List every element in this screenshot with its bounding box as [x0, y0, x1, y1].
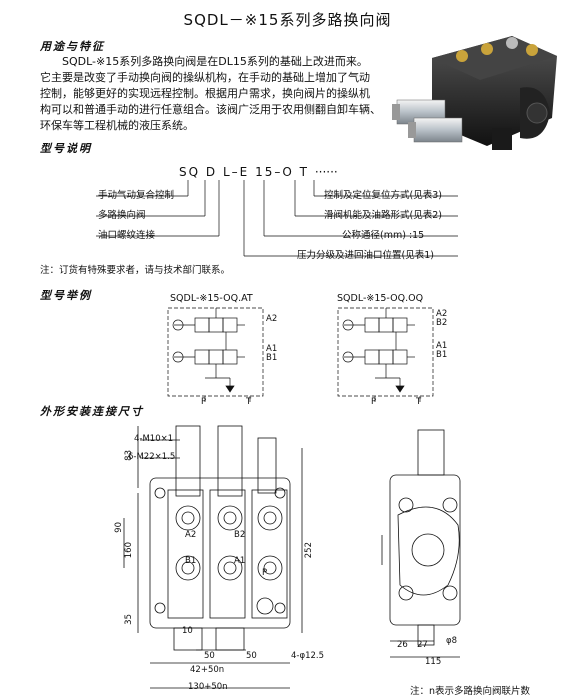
left-label: 油口螺纹连接 [98, 230, 156, 241]
section-model-heading: 型号说明 [40, 142, 92, 155]
code-part: T [299, 165, 309, 179]
port-label: A2 [436, 309, 448, 319]
section-example-heading: 型号举例 [40, 289, 92, 302]
dim-label: 10 [182, 626, 193, 636]
example-code: SQDL-※15-OQ.AT [170, 293, 253, 304]
dim-label: 50 [246, 651, 257, 661]
dim-label: 83 [124, 450, 134, 461]
model-code-diagram [96, 180, 458, 257]
left-label: 手动气动复合控制 [98, 190, 175, 201]
dim-label: 27 [417, 640, 428, 650]
port-label: P [262, 568, 268, 578]
port-label: B1 [436, 350, 448, 360]
code-part: – [274, 165, 283, 179]
page-title: SQDL－※15系列多路换向阀 [183, 11, 392, 29]
code-part: ······ [314, 165, 338, 179]
dim-label: 115 [425, 657, 442, 667]
dim-label: 42+50n [190, 665, 225, 675]
section-dims-heading: 外形安装连接尺寸 [40, 405, 144, 418]
intro-line: 它主要是改变了手动换向阀的操纵机构，在手动的基础上增加了气动 [40, 71, 370, 84]
port-label: A1 [266, 344, 278, 354]
side-view-drawing [381, 429, 461, 658]
port-label: B1 [185, 556, 197, 566]
section-usage-heading: 用途与特征 [40, 40, 105, 53]
intro-paragraph: SQDL-※15系列多路换向阀是在DL15系列的基础上改进而来。 它主要是改变了… [40, 54, 400, 134]
model-code: SQ D L–E 15–O T ······ [179, 165, 338, 179]
port-label: B1 [266, 353, 278, 363]
intro-line: 构可以和普通手动的进行任意组合。该阀广泛用于农用侧翻自卸车辆、 [40, 103, 381, 116]
dim-label: 130+50n [188, 682, 228, 692]
port-label: A2 [185, 530, 197, 540]
intro-line: 控制，能够更好的实现远程控制。根据用户需求，换向阀片的操纵机 [40, 87, 370, 100]
code-part: SQ [179, 165, 201, 179]
right-label: 控制及定位复位方式(见表3) [324, 190, 442, 201]
dim-label: 160 [124, 542, 134, 559]
code-part: D [205, 165, 218, 179]
left-label: 多路换向阀 [98, 210, 146, 221]
dim-label: 4-M10×1 [134, 434, 174, 444]
dim-label: 4-φ12.5 [291, 651, 325, 661]
code-part: 15 [255, 165, 275, 179]
intro-line: 环保车等工程机械的液压系统。 [40, 119, 194, 132]
order-note: 注：订货有特殊要求者，请与技术部门联系。 [40, 265, 231, 276]
right-label: 滑阀机能及油路形式(见表2) [324, 210, 442, 221]
dim-label: 252 [304, 542, 314, 559]
port-label: T [416, 397, 422, 407]
dim-label: 35 [124, 614, 134, 625]
port-label: B2 [234, 530, 246, 540]
example-code: SQDL-※15-OQ.OQ [337, 293, 424, 304]
dim-label: 6-M22×1.5 [128, 452, 176, 462]
right-label: 公称通径(mm) :15 [342, 230, 425, 241]
code-part: O [282, 165, 294, 179]
port-label: T [246, 397, 252, 407]
valve-photo [392, 36, 557, 150]
code-part: – [231, 165, 240, 179]
port-label: P [371, 397, 377, 407]
dim-label: 50 [204, 651, 215, 661]
dim-label: 26 [397, 640, 408, 650]
intro-line: SQDL-※15系列多路换向阀是在DL15系列的基础上改进而来。 [62, 55, 368, 68]
port-label: A1 [436, 341, 448, 351]
code-part: L [222, 165, 232, 179]
port-label: P [201, 397, 207, 407]
dim-label: φ8 [446, 636, 458, 646]
port-label: B2 [436, 318, 448, 328]
code-part: E [239, 165, 250, 179]
right-label: 压力分级及进回油口位置(见表1) [297, 250, 434, 261]
port-label: A2 [266, 314, 278, 324]
port-label: A1 [234, 556, 246, 566]
dim-label: 90 [114, 522, 124, 533]
hydraulic-schematics [167, 307, 434, 402]
front-view-drawing [123, 425, 303, 689]
n-note: 注：n表示多路换向阀联片数 [410, 686, 531, 697]
